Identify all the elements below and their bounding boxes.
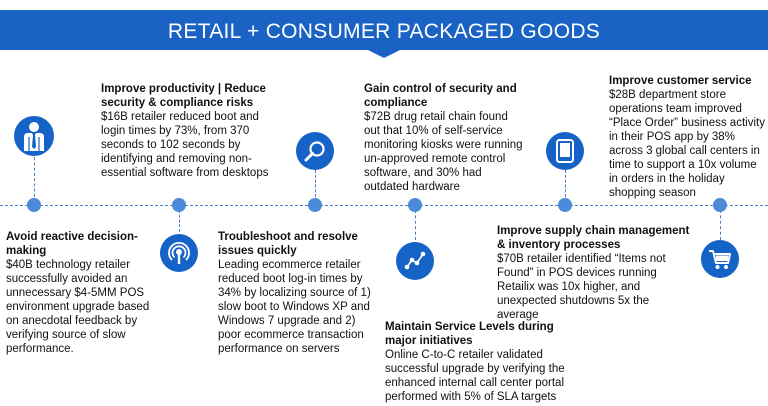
person-icon <box>14 116 54 156</box>
milestone-body: $16B retailer reduced boot and login tim… <box>101 111 269 179</box>
milestone-title: Improve productivity | Reduce security &… <box>101 83 266 109</box>
tablet-icon <box>546 132 584 170</box>
milestone-gain-control: Gain control of security and compliance … <box>364 82 524 194</box>
banner: RETAIL + CONSUMER PACKAGED GOODS <box>0 0 768 60</box>
timeline-dot <box>558 198 572 212</box>
milestone-troubleshoot: Troubleshoot and resolve issues quickly … <box>218 230 376 356</box>
milestone-title: Improve customer service <box>609 75 752 87</box>
connector <box>179 210 180 232</box>
connector <box>34 152 35 202</box>
milestone-body: Leading ecommerce retailer reduced boot … <box>218 259 371 355</box>
timeline-dot <box>713 198 727 212</box>
timeline-dot <box>172 198 186 212</box>
milestone-title: Troubleshoot and resolve issues quickly <box>218 231 358 257</box>
timeline-line <box>0 205 768 206</box>
broadcast-icon <box>160 234 198 272</box>
milestone-body: $40B technology retailer successfully av… <box>6 259 150 355</box>
milestone-maintain-service: Maintain Service Levels during major ini… <box>385 320 575 404</box>
milestone-supply-chain: Improve supply chain management & invent… <box>497 224 693 322</box>
magnifier-icon <box>296 132 334 170</box>
milestone-improve-productivity: Improve productivity | Reduce security &… <box>101 82 281 180</box>
timeline-dot <box>408 198 422 212</box>
milestone-title: Improve supply chain management & invent… <box>497 225 690 251</box>
connector <box>720 210 721 240</box>
milestone-avoid-reactive: Avoid reactive decision-making $40B tech… <box>6 230 156 356</box>
milestone-body: $28B department store operations team im… <box>609 89 765 199</box>
cart-icon <box>701 240 739 278</box>
connector <box>415 210 416 240</box>
milestone-body: $72B drug retail chain found out that 10… <box>364 111 523 193</box>
timeline-dot <box>27 198 41 212</box>
banner-shape <box>0 10 768 58</box>
timeline-dot <box>308 198 322 212</box>
milestone-title: Gain control of security and compliance <box>364 83 517 109</box>
milestone-title: Maintain Service Levels during major ini… <box>385 321 554 347</box>
milestone-customer-service: Improve customer service $28B department… <box>609 74 767 200</box>
milestone-body: Online C-to-C retailer validated success… <box>385 349 565 403</box>
milestone-title: Avoid reactive decision-making <box>6 231 138 257</box>
banner-title: RETAIL + CONSUMER PACKAGED GOODS <box>167 20 601 43</box>
milestone-body: $70B retailer identified “Items not Foun… <box>497 253 666 321</box>
connector <box>565 170 566 202</box>
connector <box>315 170 316 202</box>
network-icon <box>396 242 434 280</box>
